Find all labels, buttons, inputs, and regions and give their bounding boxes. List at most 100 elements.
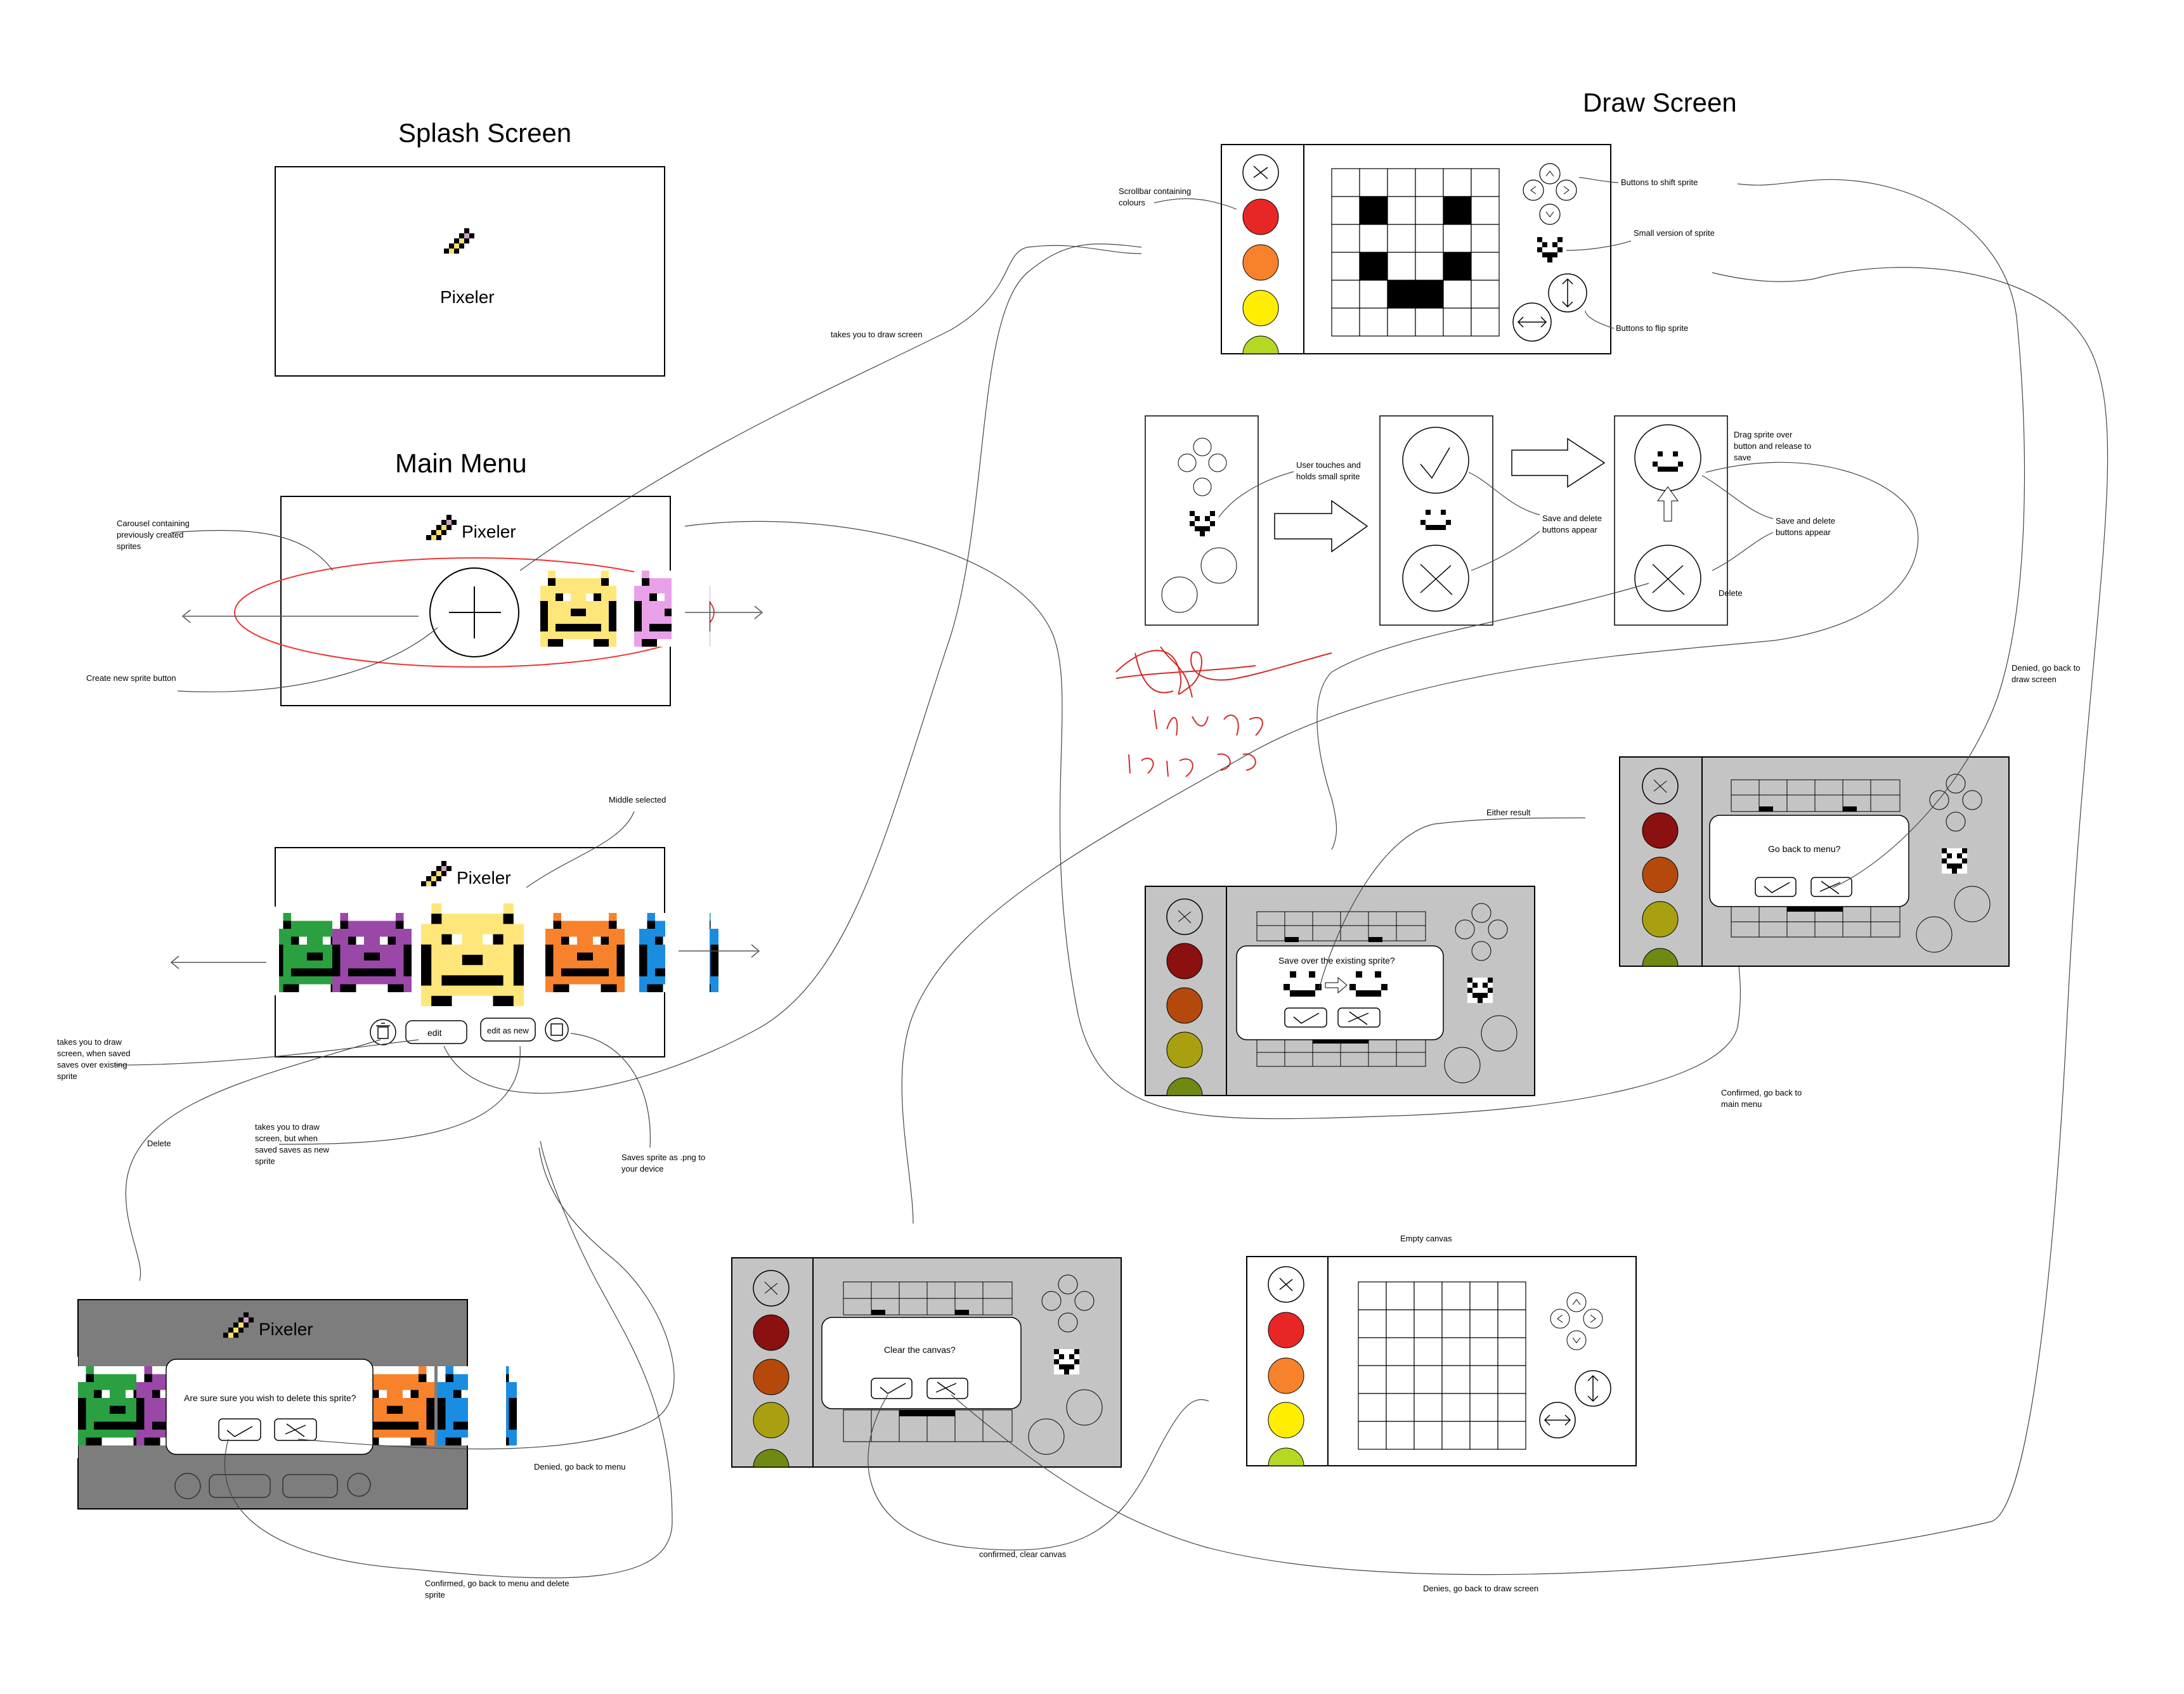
color-swatch-lime[interactable] (1242, 335, 1279, 354)
color-swatch-orange[interactable] (1242, 244, 1279, 281)
color-swatch-yellow[interactable] (1268, 1402, 1304, 1439)
canvas-pixel[interactable] (1359, 224, 1388, 253)
flip-vertical-button[interactable] (1200, 547, 1237, 584)
canvas-pixel[interactable] (1471, 307, 1500, 337)
canvas-pixel[interactable] (1443, 307, 1472, 337)
edit-button[interactable] (405, 1020, 467, 1044)
color-swatch-yellow[interactable] (1242, 290, 1279, 327)
canvas-pixel[interactable] (1415, 224, 1444, 253)
carousel-sprite-yellow[interactable] (540, 571, 616, 647)
shift-right-button[interactable] (1556, 179, 1577, 201)
canvas-pixel[interactable] (1387, 307, 1416, 337)
color-swatch-orange[interactable] (1268, 1357, 1304, 1394)
canvas-pixel[interactable] (1414, 1393, 1443, 1422)
back-menu-cancel-button[interactable] (1810, 877, 1852, 897)
canvas-pixel[interactable] (1414, 1337, 1443, 1366)
color-swatch-lime[interactable] (1268, 1447, 1304, 1466)
flip-horizontal-button[interactable] (1161, 576, 1198, 613)
color-swatch-red[interactable] (1268, 1312, 1304, 1348)
canvas-pixel[interactable] (1415, 168, 1444, 197)
canvas-pixel[interactable] (1331, 252, 1360, 281)
canvas-pixel[interactable] (1387, 196, 1416, 225)
canvas-pixel[interactable] (1358, 1281, 1387, 1310)
canvas-pixel[interactable] (1386, 1365, 1415, 1394)
canvas-pixel[interactable] (1414, 1365, 1443, 1394)
carousel-sprite-selected[interactable] (421, 903, 524, 1006)
shift-left-button[interactable] (1523, 179, 1544, 201)
canvas-pixel[interactable] (1469, 1393, 1498, 1422)
carousel-sprite-orange[interactable] (545, 913, 625, 992)
canvas-pixel[interactable] (1359, 280, 1388, 309)
canvas-pixel[interactable] (1469, 1281, 1498, 1310)
canvas-pixel[interactable] (1331, 280, 1360, 309)
canvas-pixel[interactable] (1469, 1309, 1498, 1338)
delete-confirm-button[interactable] (218, 1418, 261, 1441)
clear-cancel-button[interactable] (926, 1378, 968, 1399)
shift-down-button[interactable] (1193, 477, 1212, 496)
color-swatch-red[interactable] (1242, 198, 1279, 235)
delete-button[interactable] (1402, 545, 1469, 612)
canvas-pixel[interactable] (1441, 1337, 1471, 1366)
canvas-pixel[interactable] (1387, 280, 1416, 309)
shift-down-button[interactable] (1539, 204, 1561, 225)
canvas-pixel[interactable] (1471, 252, 1500, 281)
canvas-pixel[interactable] (1497, 1393, 1526, 1422)
canvas-pixel[interactable] (1358, 1421, 1387, 1450)
shift-left-button[interactable] (1178, 453, 1197, 472)
canvas-pixel[interactable] (1471, 196, 1500, 225)
canvas-pixel[interactable] (1441, 1393, 1471, 1422)
edit-as-new-button[interactable] (480, 1018, 536, 1042)
canvas-pixel[interactable] (1414, 1309, 1443, 1338)
canvas-pixel[interactable] (1414, 1281, 1443, 1310)
canvas-pixel[interactable] (1359, 168, 1388, 197)
canvas-pixel[interactable] (1386, 1309, 1415, 1338)
empty-pixel-canvas[interactable] (1358, 1281, 1526, 1450)
shift-up-button[interactable] (1566, 1292, 1587, 1312)
canvas-pixel[interactable] (1387, 168, 1416, 197)
clear-confirm-button[interactable] (871, 1378, 913, 1399)
canvas-pixel[interactable] (1471, 224, 1500, 253)
canvas-pixel[interactable] (1443, 252, 1472, 281)
canvas-pixel[interactable] (1441, 1365, 1471, 1394)
canvas-pixel[interactable] (1415, 280, 1444, 309)
small-sprite[interactable] (1537, 237, 1563, 262)
canvas-pixel[interactable] (1359, 307, 1388, 337)
canvas-pixel[interactable] (1469, 1421, 1498, 1450)
canvas-pixel[interactable] (1471, 168, 1500, 197)
canvas-pixel[interactable] (1358, 1365, 1387, 1394)
canvas-pixel[interactable] (1386, 1281, 1415, 1310)
canvas-pixel[interactable] (1471, 280, 1500, 309)
canvas-pixel[interactable] (1443, 280, 1472, 309)
canvas-pixel[interactable] (1359, 196, 1388, 225)
save-button[interactable] (1402, 427, 1469, 494)
canvas-pixel[interactable] (1415, 307, 1444, 337)
canvas-pixel[interactable] (1497, 1365, 1526, 1394)
canvas-pixel[interactable] (1497, 1337, 1526, 1366)
shift-up-button[interactable] (1193, 437, 1212, 456)
canvas-pixel[interactable] (1358, 1393, 1387, 1422)
canvas-pixel[interactable] (1443, 224, 1472, 253)
canvas-pixel[interactable] (1497, 1421, 1526, 1450)
delete-button[interactable] (1634, 545, 1701, 612)
canvas-pixel[interactable] (1415, 196, 1444, 225)
shift-up-button[interactable] (1539, 163, 1561, 184)
canvas-pixel[interactable] (1386, 1421, 1415, 1450)
save-button[interactable] (1634, 424, 1701, 491)
canvas-pixel[interactable] (1331, 307, 1360, 337)
canvas-pixel[interactable] (1387, 224, 1416, 253)
pixel-canvas[interactable] (1331, 168, 1500, 337)
canvas-pixel[interactable] (1331, 196, 1360, 225)
canvas-pixel[interactable] (1358, 1337, 1387, 1366)
canvas-pixel[interactable] (1359, 252, 1388, 281)
shift-right-button[interactable] (1208, 453, 1227, 472)
canvas-pixel[interactable] (1497, 1281, 1526, 1310)
canvas-pixel[interactable] (1386, 1393, 1415, 1422)
canvas-pixel[interactable] (1331, 168, 1360, 197)
canvas-pixel[interactable] (1386, 1337, 1415, 1366)
canvas-pixel[interactable] (1331, 224, 1360, 253)
shift-left-button[interactable] (1550, 1309, 1570, 1329)
canvas-pixel[interactable] (1441, 1281, 1471, 1310)
shift-down-button[interactable] (1566, 1330, 1587, 1350)
canvas-pixel[interactable] (1358, 1309, 1387, 1338)
canvas-pixel[interactable] (1443, 196, 1472, 225)
